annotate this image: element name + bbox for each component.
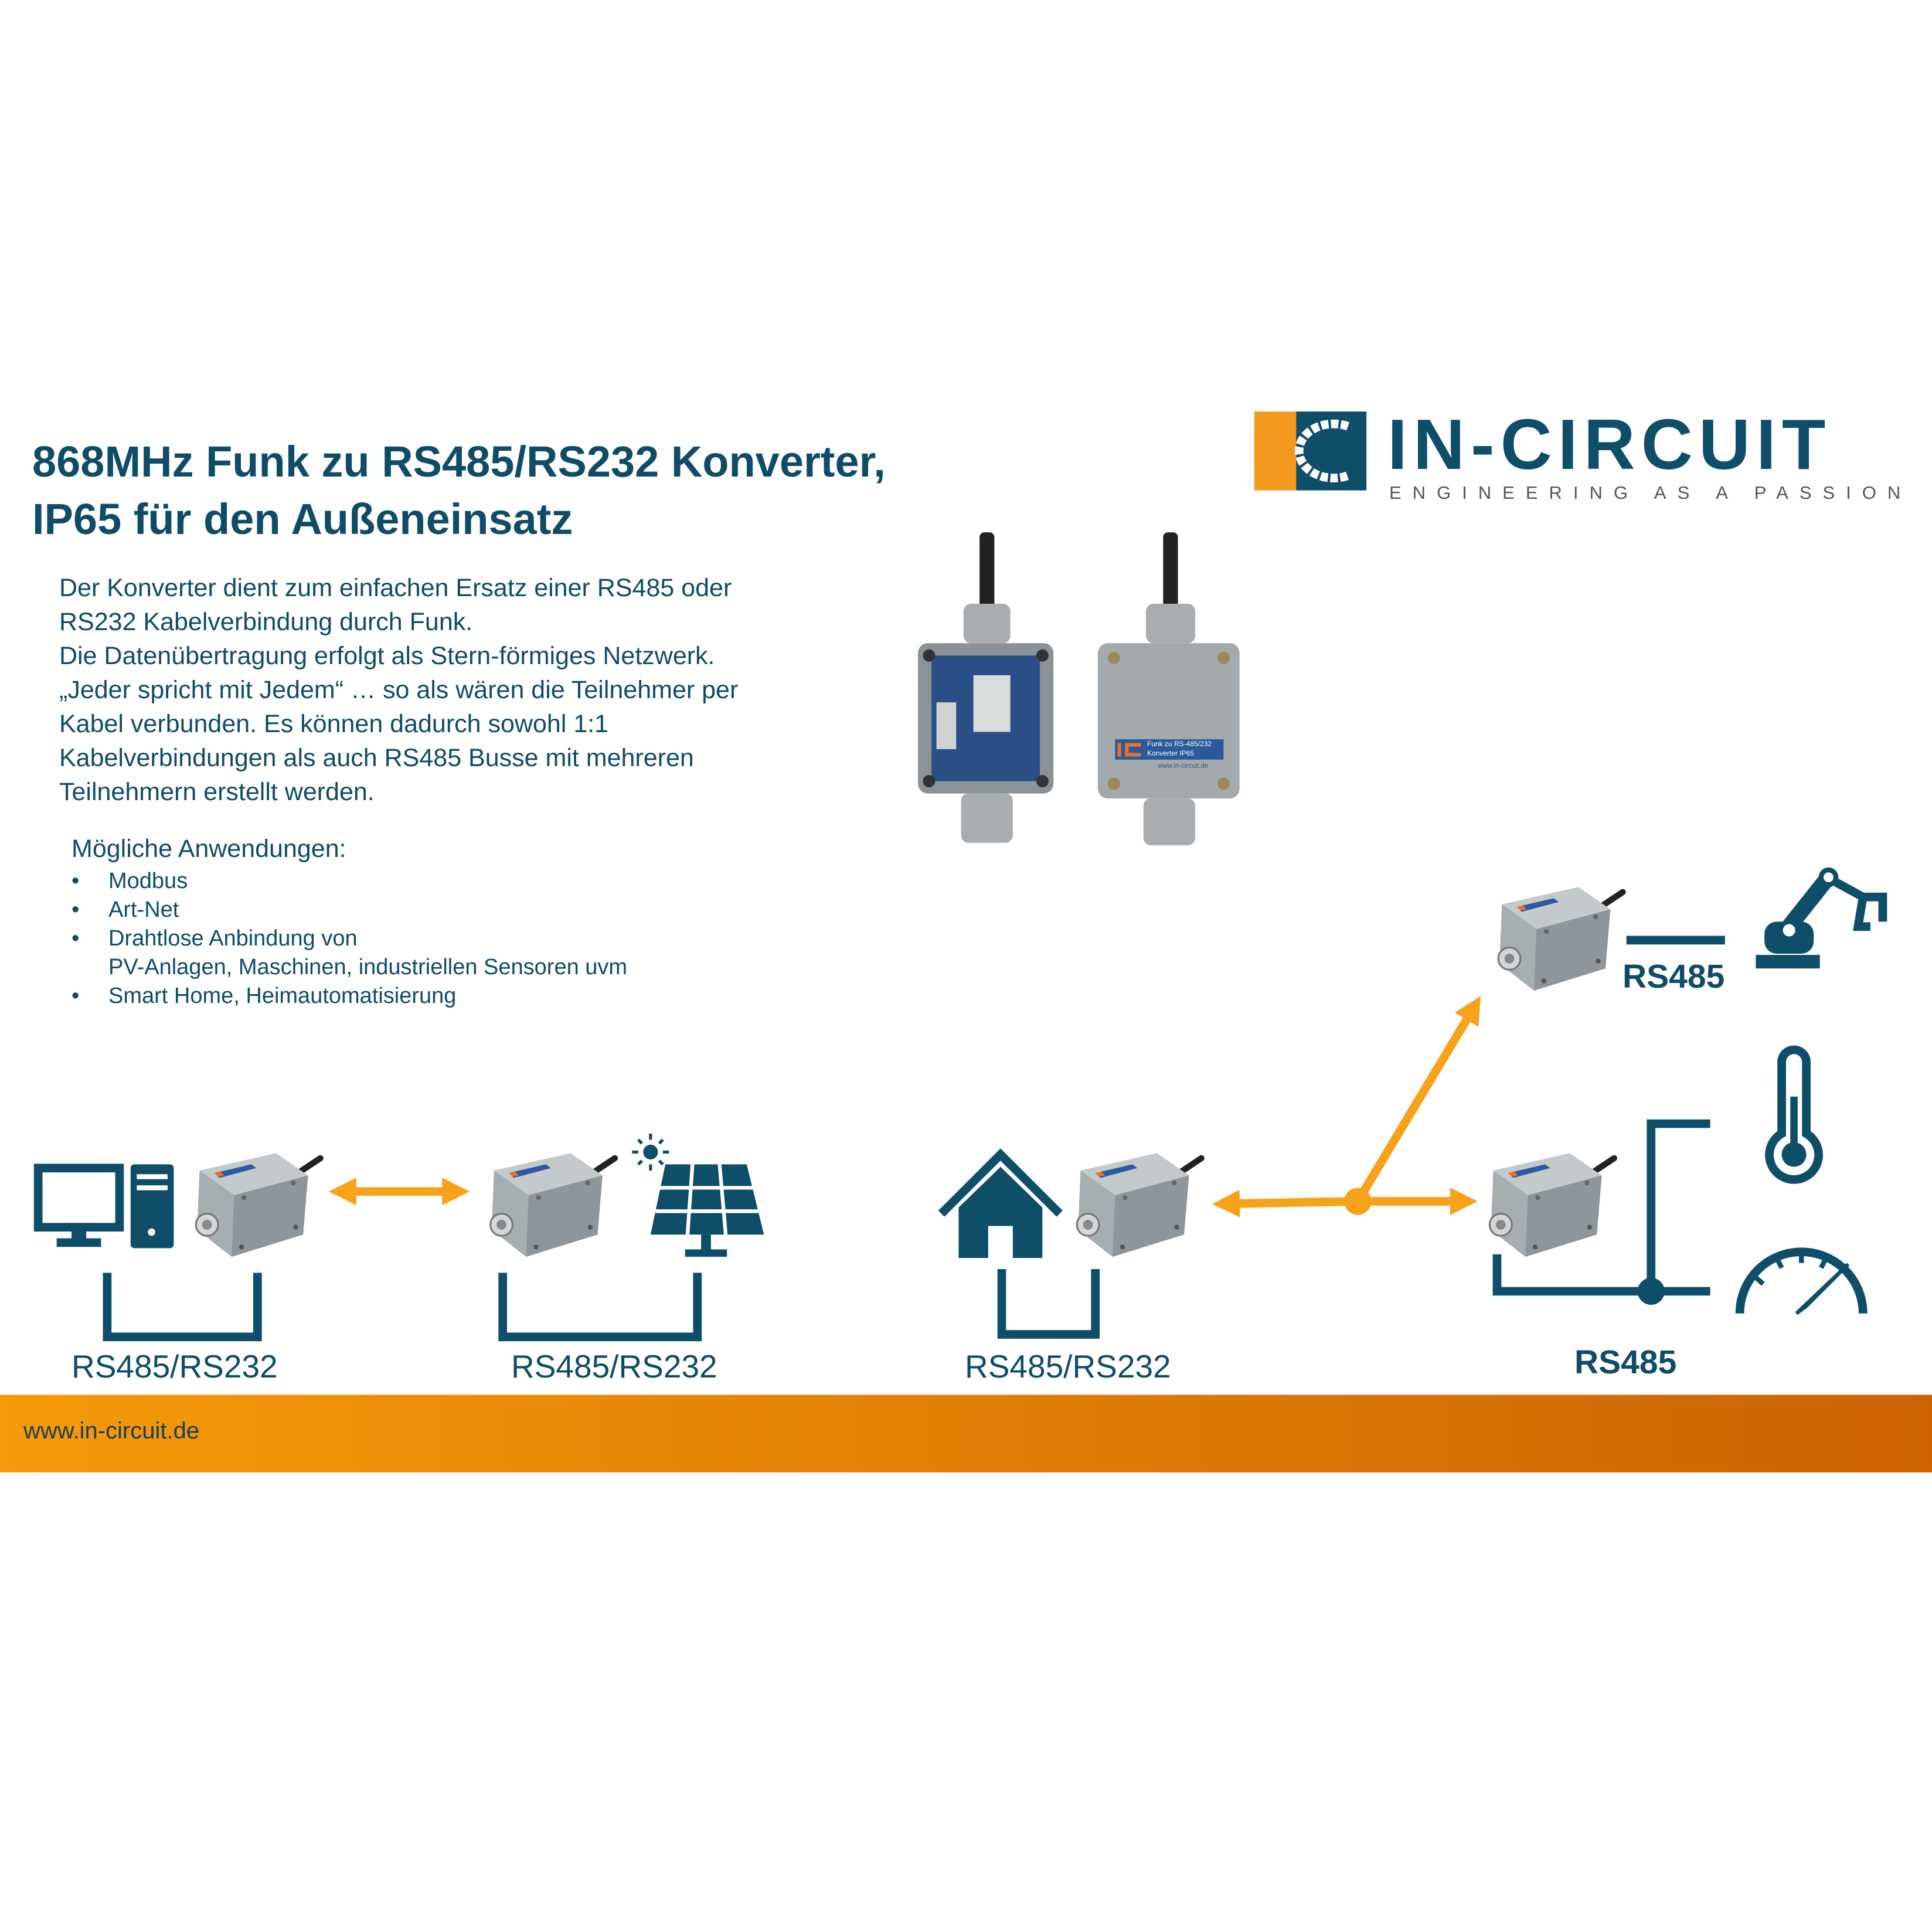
bus-label: RS485 [1574, 1343, 1677, 1381]
converter-device-icon [1489, 1154, 1614, 1257]
logo-tagline: ENGINEERING AS A PASSION [1389, 482, 1912, 503]
bullet: • [72, 897, 80, 922]
page-title-line-2: IP65 für den Außeneinsatz [32, 495, 573, 543]
interface-label: RS485/RS232 [511, 1348, 717, 1385]
solar-panel-icon [650, 1164, 764, 1257]
description-line: RS232 Kabelverbindung durch Funk. [59, 608, 473, 636]
applications-heading: Mögliche Anwendungen: [72, 835, 346, 863]
footer-url-link[interactable]: www.in-circuit.de [23, 1418, 200, 1444]
description-line: Kabelverbindungen als auch RS485 Busse m… [59, 744, 694, 772]
bullet: • [72, 984, 80, 1008]
product-photo-open [918, 532, 1054, 843]
gauge-icon [1735, 1247, 1868, 1315]
wireless-arrow [1354, 996, 1481, 1204]
description-line: „Jeder spricht mit Jedem“ … so als wären… [59, 676, 739, 704]
logo-orange-block [1254, 411, 1299, 491]
logo-c-icon [1294, 419, 1350, 482]
robot-arm-icon [1756, 867, 1887, 969]
cable-bracket [498, 1273, 702, 1342]
product-label-line-1: Funk zu RS-485/232 [1147, 740, 1212, 748]
application-item: Art-Net [108, 897, 179, 922]
network-node [1344, 1188, 1372, 1215]
sun-icon [632, 1133, 669, 1171]
cable-bracket [103, 1273, 262, 1342]
rs485-bus-line [1492, 1254, 1710, 1296]
converter-device-icon [491, 1154, 615, 1257]
converter-device-icon [196, 1154, 320, 1257]
logo-name[interactable]: IN-CIRCUIT [1387, 404, 1832, 484]
bullet: • [72, 869, 80, 893]
application-item: PV-Anlagen, Maschinen, industriellen Sen… [108, 955, 628, 979]
application-item: Modbus [108, 869, 188, 893]
converter-device-icon [1077, 1154, 1201, 1257]
description-line: Die Datenübertragung erfolgt als Stern-f… [59, 642, 715, 670]
description-line: Teilnehmern erstellt werden. [59, 778, 375, 806]
bullet: • [72, 926, 80, 951]
product-label-line-2: Konverter IP65 [1147, 749, 1195, 757]
computer-icon [33, 1164, 174, 1249]
page-title-line-1: 868MHz Funk zu RS485/RS232 Konverter, [32, 437, 886, 486]
description-line: Der Konverter dient zum einfachen Ersatz… [59, 574, 732, 602]
product-label-url: www.in-circuit.de [1158, 763, 1209, 770]
thermometer-icon [1765, 1045, 1823, 1184]
cable-bracket [997, 1269, 1100, 1339]
interface-label: RS485/RS232 [965, 1348, 1171, 1385]
application-item: Drahtlose Anbindung von [108, 926, 358, 951]
wireless-arrow [1212, 1189, 1358, 1217]
in-circuit-logo-mark[interactable] [1254, 411, 1367, 491]
interface-label: RS485/RS232 [72, 1348, 278, 1385]
product-photo-closed [1097, 532, 1240, 845]
rs485-bus-line [1647, 1119, 1710, 1291]
converter-device-icon [1498, 887, 1623, 991]
bus-label: RS485 [1623, 958, 1725, 995]
footer-bar [0, 1394, 1932, 1472]
house-icon [938, 1148, 1063, 1258]
application-item: Smart Home, Heimautomatisierung [108, 984, 457, 1008]
description-line: Kabel verbunden. Es können dadurch sowoh… [59, 710, 609, 738]
product-label-ic-logo [1117, 743, 1141, 757]
bus-node [1637, 1277, 1665, 1305]
